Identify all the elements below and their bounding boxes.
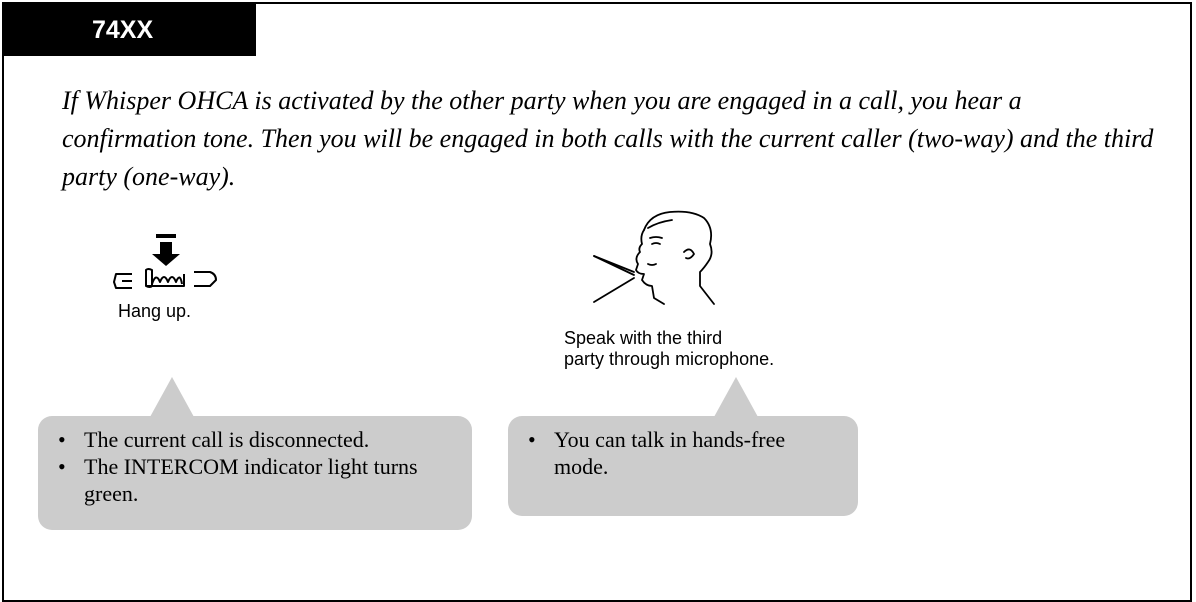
bullet: •	[58, 427, 66, 452]
note-list: • The current call is disconnected. • The …	[58, 426, 460, 507]
note-item: • The current call is disconnected.	[58, 426, 460, 453]
note-text: The INTERCOM indicator light turns green…	[84, 454, 418, 506]
bubble-pointer	[150, 377, 194, 417]
speaking-person-icon	[593, 210, 715, 305]
bubble-pointer	[714, 377, 758, 417]
handset-icon	[113, 268, 217, 289]
note-text: The current call is disconnected.	[84, 427, 370, 452]
model-tab: 74XX	[4, 4, 256, 56]
note-item: • The INTERCOM indicator light turns gree…	[58, 453, 460, 507]
speak-caption-line-1: Speak with the third	[564, 328, 723, 348]
hang-up-caption: Hang up.	[118, 301, 192, 321]
note-list: • You can talk in hands-free mode.	[528, 426, 846, 480]
speak-caption-line-2: party through microphone.	[564, 349, 775, 369]
bullet: •	[528, 427, 536, 452]
hang-up-icon	[113, 234, 217, 289]
down-arrow-icon	[152, 234, 180, 266]
note-item: • You can talk in hands-free mode.	[528, 426, 844, 480]
note-bubble-speak: • You can talk in hands-free mode.	[508, 416, 858, 516]
bullet: •	[58, 454, 66, 479]
note-text: You can talk in hands-free mode.	[554, 427, 786, 479]
note-bubble-hang-up: • The current call is disconnected. • The …	[38, 416, 472, 530]
intro-text: If Whisper OHCA is activated by the othe…	[62, 86, 1154, 191]
